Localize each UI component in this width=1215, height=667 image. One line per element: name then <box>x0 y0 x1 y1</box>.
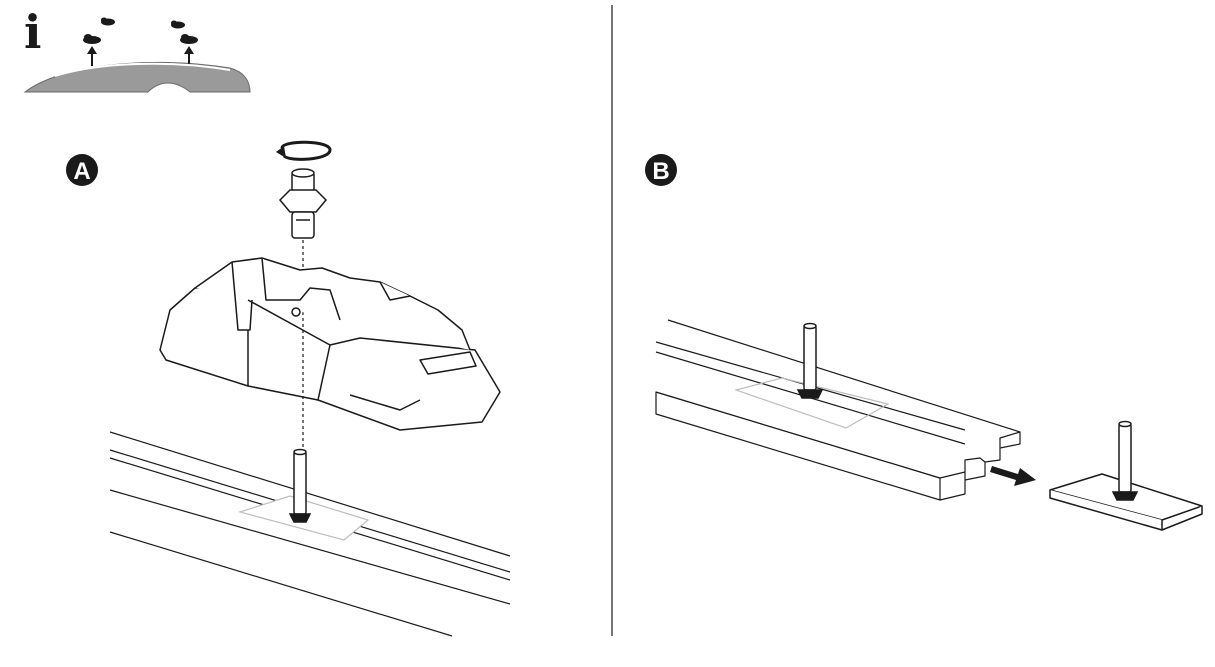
step-badge-b: B <box>645 154 677 186</box>
t-slot-rail <box>655 319 1021 501</box>
rotate-arrow-icon <box>276 140 332 161</box>
roof-highlight <box>54 62 231 77</box>
info-section: i <box>23 5 251 93</box>
t-bolt-pin-removed <box>1111 420 1139 501</box>
t-bolt-pin-a <box>288 448 312 523</box>
info-icon: i <box>24 5 41 59</box>
car-roof-silhouette <box>23 61 251 93</box>
cloud-icon <box>171 20 185 29</box>
arrow-up-icon <box>184 46 194 64</box>
step-label-a: A <box>73 158 90 185</box>
panel-a: A <box>66 140 511 637</box>
step-label-b: B <box>652 158 669 185</box>
cloud-icon <box>180 34 198 44</box>
cloud-icon <box>83 34 101 44</box>
panel-b: B <box>645 154 1203 531</box>
roof-overview <box>23 17 251 93</box>
arrow-up-icon <box>87 46 97 66</box>
roof-rail-a <box>109 431 511 637</box>
bolt <box>278 168 328 239</box>
t-slot-plate-ghost <box>733 377 890 429</box>
t-bolt-pin-b <box>796 322 824 399</box>
cloud-icon <box>101 17 115 26</box>
roof-rack-foot <box>159 257 501 431</box>
step-badge-a: A <box>66 154 98 186</box>
arrow-right-icon <box>990 466 1036 486</box>
